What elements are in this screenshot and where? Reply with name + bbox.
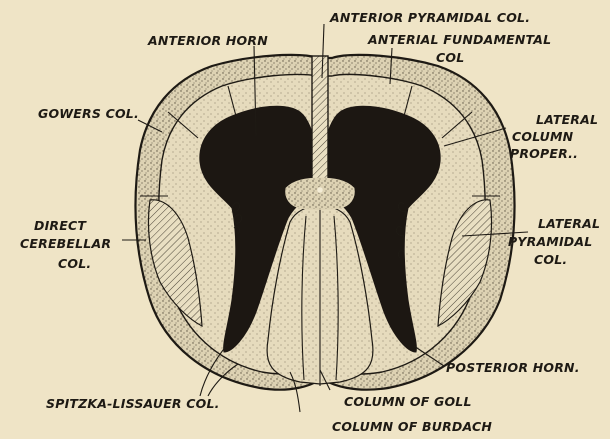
label-direct-cerebellar-line3: COL. (58, 256, 91, 271)
label-lateral-proper-line3: PROPER.. (510, 146, 578, 161)
label-anterior-pyramidal: ANTERIOR PYRAMIDAL COL. (329, 10, 530, 25)
label-lateral-pyramidal-line3: COL. (534, 252, 567, 267)
label-column-of-goll: COLUMN OF GOLL (344, 394, 472, 409)
label-gowers: GOWERS COL. (38, 106, 139, 121)
label-anterior-horn: ANTERIOR HORN (147, 33, 268, 48)
label-direct-cerebellar-line1: DIRECT (34, 218, 87, 233)
label-lateral-proper-line1: LATERAL (536, 112, 598, 127)
label-posterior-horn: POSTERIOR HORN. (446, 360, 580, 375)
label-spitzka-lissauer: SPITZKA-LISSAUER COL. (46, 396, 220, 411)
central-canal (317, 187, 323, 193)
label-direct-cerebellar-line2: CEREBELLAR (20, 236, 111, 251)
anterior-median-fissure (312, 56, 328, 196)
label-lateral-pyramidal-line2: PYRAMIDAL (508, 234, 592, 249)
label-anterial-fundamental-line1: ANTERIAL FUNDAMENTAL (367, 32, 551, 47)
label-lateral-pyramidal-line1: LATERAL (538, 216, 600, 231)
gray-commissure (286, 178, 355, 210)
label-lateral-proper-line2: COLUMN (512, 129, 574, 144)
label-column-of-burdach: COLUMN OF BURDACH (332, 419, 492, 434)
label-anterial-fundamental-line2: COL (436, 50, 464, 65)
